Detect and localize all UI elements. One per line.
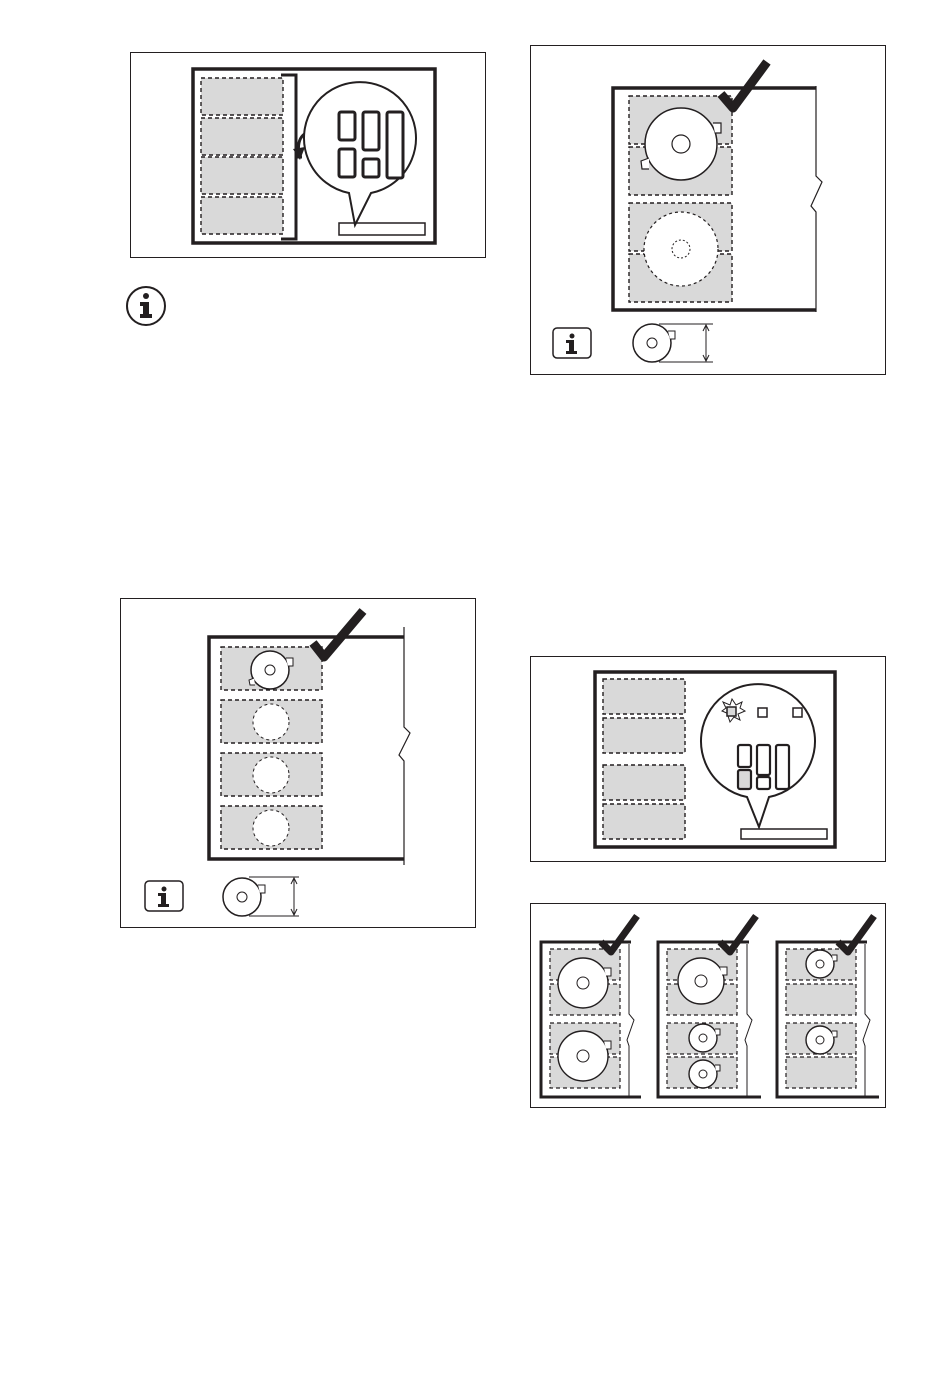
pan-outlines-dashed <box>253 704 289 846</box>
combination-two-large <box>541 916 641 1097</box>
pan-height-icon <box>633 324 713 362</box>
large-pan-illustration <box>531 46 887 376</box>
info-icon <box>553 328 591 358</box>
panel-indicator-illustration <box>531 657 887 863</box>
display-bar <box>741 829 827 839</box>
checkmark-icon <box>721 62 767 108</box>
indicator-square-icon <box>758 708 767 717</box>
info-icon <box>124 284 168 328</box>
checkmark-icon <box>838 916 874 952</box>
cooking-zones <box>603 679 685 839</box>
checkmark-icon <box>601 916 637 952</box>
fig-large-pan-two-zones <box>530 45 886 375</box>
checkmark-icon <box>313 611 363 657</box>
combination-two-small <box>777 916 879 1097</box>
pan-combinations-illustration <box>531 904 887 1109</box>
panel-selector-illustration <box>131 53 487 259</box>
fig-single-pan-column <box>120 598 476 928</box>
info-icon <box>145 881 183 911</box>
indicator-square-icon <box>793 708 802 717</box>
fig-pan-combinations <box>530 903 886 1108</box>
pan-height-icon <box>223 877 299 916</box>
control-keys <box>738 745 789 789</box>
cut-edge <box>399 627 410 865</box>
display-bar <box>339 223 425 235</box>
cut-edge <box>745 944 752 1097</box>
checkmark-icon <box>720 916 756 952</box>
combination-large-and-small <box>658 916 761 1097</box>
cut-edge <box>863 944 870 1097</box>
single-pan-illustration <box>121 599 477 929</box>
cooking-zones <box>201 78 283 234</box>
fig-panel-selector <box>130 52 486 258</box>
pan-outline-dashed <box>644 212 718 286</box>
fig-panel-indicator <box>530 656 886 862</box>
cut-edge <box>811 86 822 312</box>
cut-edge <box>627 944 634 1097</box>
